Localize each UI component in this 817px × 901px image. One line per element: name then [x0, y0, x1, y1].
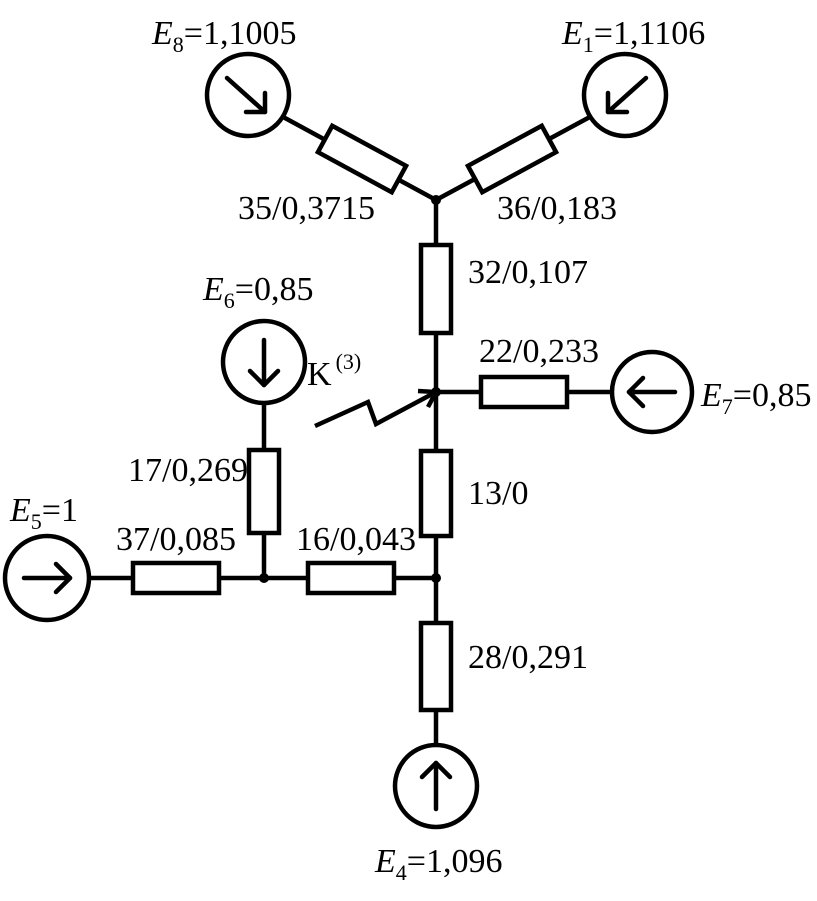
resistors — [130, 122, 570, 713]
resistor-13 — [418, 448, 454, 539]
label-e8: E8=1,1005 — [151, 15, 296, 57]
node-bottom — [431, 573, 441, 583]
arrow-head — [605, 90, 630, 115]
arrow-down-right-icon — [224, 75, 268, 115]
label-fault: K(3) — [307, 349, 361, 393]
resistor-28 — [418, 620, 454, 713]
label-branch-22: 22/0,233 — [479, 333, 599, 370]
node-top — [431, 195, 441, 205]
source-e8 — [204, 51, 292, 139]
resistor-22 — [478, 374, 570, 410]
fault-arrow-head — [417, 388, 440, 409]
arrow-head — [243, 90, 268, 115]
label-branch-16: 16/0,043 — [296, 521, 416, 558]
resistor-36 — [464, 122, 560, 196]
label-e6: E6=0,85 — [202, 271, 313, 313]
source-e4 — [392, 742, 480, 830]
resistor-16 — [305, 560, 397, 596]
label-branch-32: 32/0,107 — [468, 254, 588, 291]
resistor-17 — [246, 447, 282, 536]
label-branch-28: 28/0,291 — [468, 639, 588, 676]
fault-zigzag-icon — [314, 390, 438, 429]
label-branch-36: 36/0,183 — [497, 190, 617, 227]
label-e4: E4=1,096 — [374, 843, 502, 885]
resistor-35 — [314, 122, 410, 196]
arrow-head — [419, 760, 453, 780]
resistor-32 — [418, 242, 454, 336]
source-e7 — [609, 349, 695, 435]
label-branch-37: 37/0,085 — [116, 521, 236, 558]
arrow-head — [53, 561, 73, 595]
label-branch-13: 13/0 — [468, 475, 528, 512]
label-e7: E7=0,85 — [700, 377, 811, 419]
node-left — [259, 573, 269, 583]
arrow-head — [247, 368, 281, 388]
source-e6 — [220, 318, 308, 406]
source-e1 — [581, 51, 669, 139]
label-e1: E1=1,1106 — [561, 15, 705, 57]
arrow-down-left-icon — [605, 75, 649, 115]
source-e5 — [2, 533, 92, 623]
fault-symbol — [314, 388, 440, 429]
arrow-head — [626, 375, 646, 409]
label-branch-35: 35/0,3715 — [238, 190, 375, 227]
nodes — [259, 195, 441, 583]
label-branch-17: 17/0,269 — [128, 452, 248, 489]
resistor-37 — [130, 560, 222, 596]
label-e5: E5=1 — [9, 492, 78, 534]
